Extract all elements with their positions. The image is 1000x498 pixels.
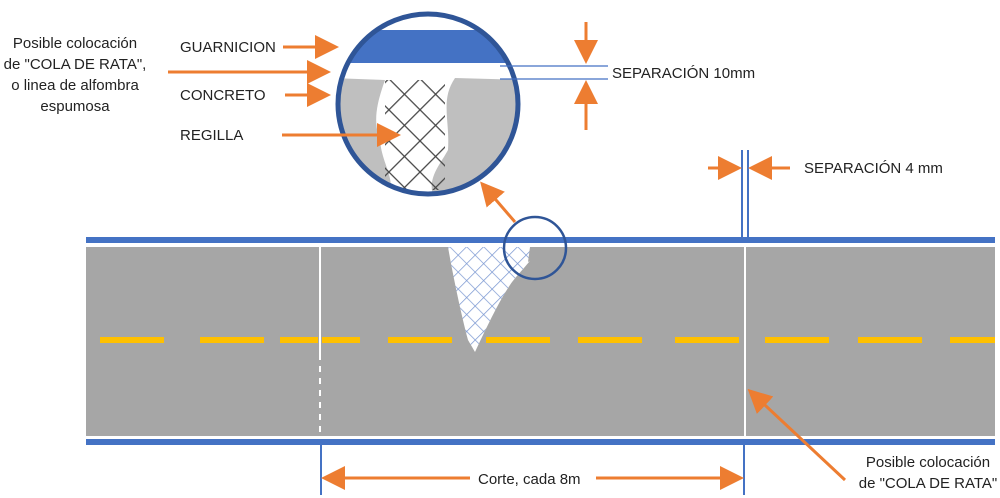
label-corte: Corte, cada 8m bbox=[478, 471, 581, 488]
crack-mesh bbox=[448, 247, 535, 352]
svg-text:Posible colocación: Posible colocación bbox=[13, 35, 137, 52]
lane-markings bbox=[100, 337, 995, 343]
label-guarnicion: GUARNICION bbox=[180, 39, 276, 56]
svg-text:Posible colocación: Posible colocación bbox=[866, 454, 990, 471]
svg-text:o linea de alfombra: o linea de alfombra bbox=[11, 77, 139, 94]
label-separacion-10: SEPARACIÓN 10mm bbox=[612, 65, 755, 82]
arrows bbox=[168, 22, 847, 490]
label-concreto: CONCRETO bbox=[180, 87, 266, 104]
road bbox=[86, 150, 995, 495]
note-bottom: Posible colocación de "COLA DE RATA" bbox=[859, 454, 997, 492]
detail-zoom bbox=[335, 11, 608, 197]
note-top: Posible colocación de "COLA DE RATA", o … bbox=[4, 35, 147, 115]
svg-text:de "COLA DE RATA": de "COLA DE RATA" bbox=[859, 475, 997, 492]
label-separacion-4: SEPARACIÓN 4 mm bbox=[804, 160, 943, 177]
label-regilla: REGILLA bbox=[180, 127, 243, 144]
svg-text:de "COLA DE RATA",: de "COLA DE RATA", bbox=[4, 56, 147, 73]
bottom-curb bbox=[86, 439, 995, 445]
svg-text:espumosa: espumosa bbox=[40, 98, 110, 115]
detail-circle bbox=[335, 11, 521, 197]
detail-marker-circle bbox=[502, 215, 568, 281]
top-curb bbox=[86, 237, 995, 243]
